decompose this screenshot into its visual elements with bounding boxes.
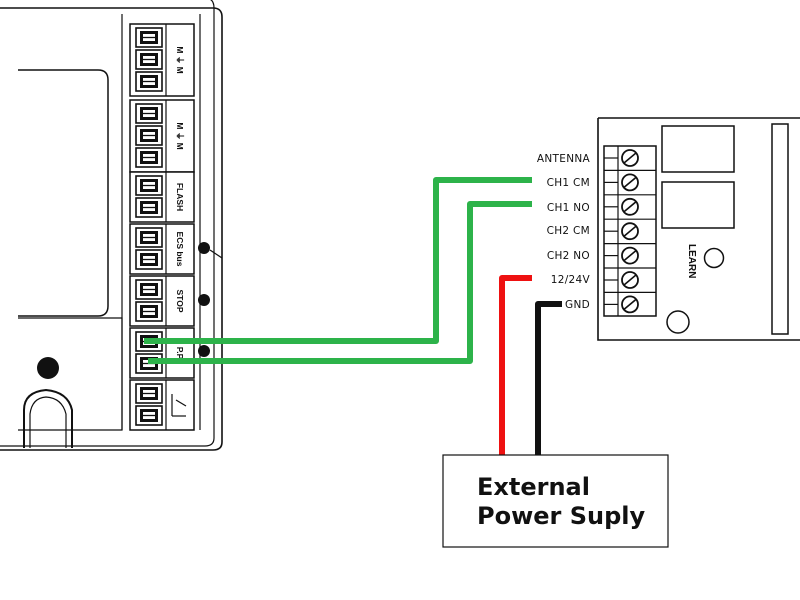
screw-terminal — [135, 125, 163, 146]
power-supply-box — [442, 454, 669, 548]
external-power-supply: External Power Suply — [442, 454, 669, 548]
terminal-label-ch1-cm: CH1 CM — [547, 177, 590, 189]
controller-housing — [0, 7, 223, 451]
receiver-module: LEARN — [597, 117, 800, 341]
screw-terminal — [135, 49, 163, 70]
power-supply-line-2: Power Suply — [477, 502, 645, 530]
antenna-icon — [171, 394, 187, 417]
terminal-group-flash: FLASH — [129, 171, 195, 223]
terminal-group-ecs-bus: ECS bus — [129, 223, 195, 275]
wire-ground — [535, 301, 562, 455]
receiver-screw-gnd — [604, 291, 656, 314]
screw-terminal — [135, 405, 163, 426]
receiver-terminals — [604, 146, 656, 316]
screw-terminal — [135, 27, 163, 48]
terminal-label-antenna: ANTENNA — [537, 153, 591, 165]
receiver-housing — [597, 118, 800, 341]
pp-jack-dot — [198, 345, 210, 357]
ecs-jack-dot — [198, 242, 210, 254]
learn-button[interactable] — [703, 247, 725, 269]
screw-terminal — [135, 279, 163, 300]
screw-terminal — [135, 147, 163, 168]
receiver-screw-ch1-no — [604, 194, 656, 216]
screw-terminal — [135, 103, 163, 124]
terminal-label-ch2-no: CH2 NO — [547, 250, 590, 262]
screw-terminal — [135, 197, 163, 218]
receiver-screw-12-24v — [604, 267, 656, 289]
receiver-screw-ch2-cm — [604, 218, 656, 241]
wire-positive — [499, 275, 532, 455]
terminal-group-motor-1: M ⏚ M — [129, 23, 195, 97]
receiver-screw-ch1-cm — [604, 169, 656, 192]
screw-terminal — [135, 301, 163, 322]
receiver-screw-ch2-no — [604, 243, 656, 265]
led-indicator — [666, 310, 690, 334]
wires — [144, 177, 562, 455]
terminal-label-12-24v: 12/24V — [551, 274, 591, 286]
terminal-group-label: M ⏚ M — [175, 122, 185, 149]
wire-ch1-no — [148, 201, 532, 364]
screw-terminal — [135, 249, 163, 270]
learn-label: LEARN — [686, 244, 697, 278]
terminal-group-antenna — [129, 379, 195, 431]
receiver-screw-antenna — [604, 149, 639, 167]
screw-terminal — [135, 175, 163, 196]
terminal-label-gnd: GND — [565, 299, 590, 311]
terminal-group-stop: STOP — [129, 275, 195, 327]
controller-housing-inner — [0, 0, 215, 447]
screw-terminal — [135, 71, 163, 92]
indicator-dot — [37, 357, 59, 379]
screw-terminal — [135, 227, 163, 248]
key-fob-shape — [23, 388, 73, 448]
wire-ch1-cm — [144, 177, 532, 344]
terminal-group-label: ECS bus — [175, 232, 185, 267]
terminal-label-ch2-cm: CH2 CM — [547, 225, 590, 237]
terminal-group-pp: P.P — [129, 327, 195, 379]
terminal-group-label: FLASH — [175, 183, 185, 211]
screw-terminal — [135, 383, 163, 404]
relay-1 — [661, 125, 735, 173]
terminal-group-label: P.P — [175, 347, 185, 360]
power-supply-line-1: External — [477, 473, 590, 501]
terminal-group-motor-2: M ⏚ M — [129, 99, 195, 173]
stop-jack-dot — [198, 294, 210, 306]
controller-recess — [18, 317, 123, 431]
terminal-group-label: STOP — [175, 290, 185, 313]
relay-2 — [661, 181, 735, 229]
antenna-bar — [771, 123, 789, 335]
terminal-group-label: M ⏚ M — [175, 46, 185, 73]
terminal-label-ch1-no: CH1 NO — [547, 202, 590, 214]
controller-window — [18, 69, 109, 317]
